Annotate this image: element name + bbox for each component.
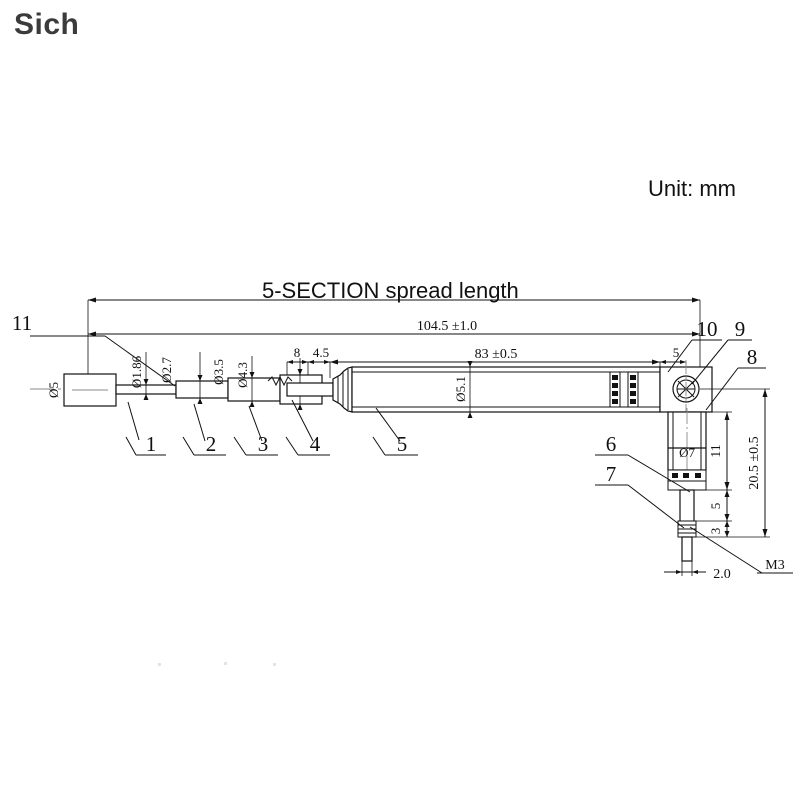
callout-9-label: 9 [735, 317, 746, 341]
callout-5-label: 5 [397, 432, 408, 456]
callout-8: 8 [705, 345, 766, 411]
part-head-block: Ø5 [46, 373, 117, 407]
callout-9: 9 [691, 317, 752, 385]
callout-10: 10 [667, 317, 722, 373]
part-vertical-knurl [667, 469, 707, 491]
dim-sec3-dia-label: Ø3.5 [211, 359, 226, 385]
dim-head-block-dia-label: Ø5 [46, 382, 61, 398]
dim-sec2-dia-label: Ø2.7 [159, 357, 174, 383]
dim-barrel-dia-label: Ø5.1 [453, 376, 468, 402]
callout-11: 11 [12, 311, 176, 387]
dim-overall-104-label: 104.5 ±1.0 [417, 319, 477, 334]
note-m3: M3 [689, 526, 793, 574]
drawing-title: 5-SECTION spread length [262, 278, 519, 303]
callout-7-label: 7 [606, 462, 617, 486]
callout-5: 5 [372, 407, 418, 456]
dim-sec4-dia-label: Ø4.3 [235, 362, 250, 388]
dim-neck-height-5: 5 [694, 490, 732, 522]
callout-2: 2 [182, 403, 226, 456]
dim-tail-5-label: 5 [673, 345, 680, 360]
callout-6-label: 6 [606, 432, 617, 456]
dim-thread-height-3-label: 3 [708, 528, 723, 535]
callout-6: 6 [595, 432, 691, 493]
dim-step-8-label: 8 [294, 345, 301, 360]
callout-8-label: 8 [747, 345, 758, 369]
artifact-dot [273, 663, 276, 666]
dim-neck-height-5-label: 5 [708, 503, 723, 510]
artifact-dot [224, 662, 227, 665]
part-vertical-body: Ø7 [667, 408, 707, 560]
dim-barrel-83: 83 ±0.5 [329, 347, 661, 380]
callout-1-label: 1 [146, 432, 157, 456]
part-elbow-joint [659, 360, 713, 420]
dim-base-height-205: 20.5 ±0.5 [696, 388, 770, 538]
callout-3: 3 [233, 405, 278, 456]
callout-7: 7 [595, 462, 685, 529]
part-barrel-rings [609, 371, 639, 408]
dim-step-45-label: 4.5 [313, 345, 329, 360]
dim-overall-104: 104.5 ±1.0 [87, 297, 701, 392]
callout-1: 1 [125, 401, 166, 456]
dim-thread-height-3: 3 [708, 521, 730, 537]
dim-thread-width-20: 2.0 [664, 561, 731, 582]
dim-base-height-205-label: 20.5 ±0.5 [747, 436, 762, 489]
callout-10-label: 10 [697, 317, 718, 341]
dim-body-height-11: 11 [706, 411, 732, 491]
part-barrel: Ø5.1 [351, 361, 661, 418]
part-spring-zone [267, 375, 293, 387]
callout-4-label: 4 [310, 432, 321, 456]
callout-3-label: 3 [258, 432, 269, 456]
callout-2-label: 2 [206, 432, 217, 456]
watermark-sich: Sich [14, 8, 80, 41]
dim-body-height-11-label: 11 [709, 444, 724, 457]
unit-label: Unit: mm [648, 176, 736, 201]
dim-base-dia-label: Ø7 [679, 445, 695, 460]
dim-thread-width-20-label: 2.0 [713, 567, 731, 582]
part-mid-rod [286, 366, 353, 413]
dim-tip-dia-label: Ø1.86 [129, 355, 144, 388]
callout-4: 4 [285, 399, 330, 456]
artifact-dot [158, 663, 161, 666]
callout-11-label: 11 [12, 311, 32, 335]
note-m3-label: M3 [765, 558, 784, 573]
dim-barrel-83-label: 83 ±0.5 [475, 347, 518, 362]
